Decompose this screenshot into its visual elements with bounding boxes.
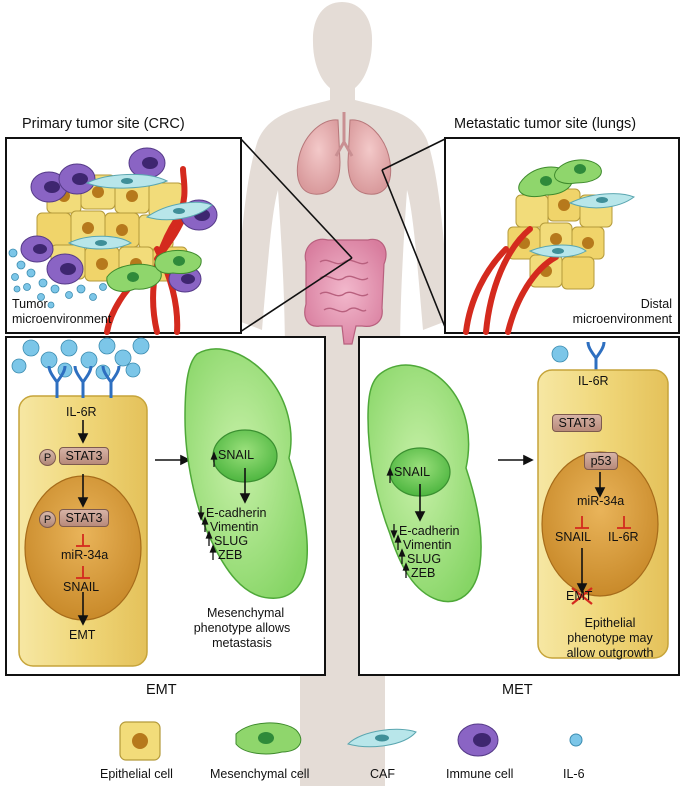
met-emt-label: EMT [566, 589, 593, 603]
primary-site-title: Primary tumor site (CRC) [22, 116, 185, 132]
legend-epithelial-icon [119, 721, 161, 761]
legend-label-immune: Immune cell [446, 767, 514, 781]
metastatic-tumor-panel: Distal microenvironment [444, 137, 680, 335]
legend-il6-icon [569, 733, 583, 747]
mes-gene-slug: SLUG [214, 534, 249, 548]
legend-mesenchymal-icon [235, 722, 302, 755]
mes-gene-vimentin: Vimentin [210, 520, 259, 534]
mes-gene-zeb: ZEB [218, 548, 243, 562]
metastatic-site-title: Metastatic tumor site (lungs) [454, 116, 637, 132]
met-mir34a: miR-34a [577, 494, 625, 508]
emt-panel: IL-6R P STAT3 P STAT3 miR-34a SNAIL EMT … [5, 336, 326, 676]
mes-caption-line1: Mesenchymal [207, 606, 285, 620]
legend-immune-icon [457, 723, 499, 757]
legend-icons [119, 721, 583, 761]
emt-stat3-cyto: STAT3 [59, 447, 109, 465]
met-il6r-b: IL-6R [608, 530, 639, 544]
met-illustration [367, 341, 669, 659]
legend-label-il6: IL-6 [563, 767, 585, 781]
metastatic-tumor-illustration [463, 159, 635, 335]
met-gene-ecadherin: E-cadherin [399, 524, 460, 538]
met-il6r-label: IL-6R [578, 374, 609, 388]
emt-phospho-p2: P [39, 511, 56, 528]
primary-tumor-illustration [8, 147, 218, 335]
intestine-organ [304, 238, 387, 345]
emt-emt-label: EMT [69, 628, 96, 642]
emt-mir34a: miR-34a [61, 548, 109, 562]
met-gene-slug: SLUG [407, 552, 442, 566]
legend-label-mesenchymal: Mesenchymal cell [210, 767, 310, 781]
distal-label-line2: microenvironment [572, 312, 672, 326]
distal-label-line1: Distal [640, 297, 672, 311]
met-panel: SNAIL E-cadherin Vimentin SLUG ZEB IL-6R… [358, 336, 680, 676]
met-caption-line1: Epithelial [584, 616, 636, 630]
met-stat3: STAT3 [552, 414, 602, 432]
tumor-micro-label-line1: Tumor [12, 297, 48, 311]
emt-illustration [11, 337, 309, 667]
emt-panel-title: EMT [146, 682, 177, 698]
met-snail-b: SNAIL [555, 530, 592, 544]
tumor-micro-label-line2: microenvironment [12, 312, 112, 326]
legend-caf-icon [347, 728, 417, 748]
met-mes-snail: SNAIL [394, 465, 431, 479]
mes-gene-ecadherin: E-cadherin [206, 506, 267, 520]
mes-caption-line2: phenotype allows [193, 621, 291, 635]
mes-caption-line3: metastasis [212, 636, 272, 650]
legend-label-caf: CAF [370, 767, 395, 781]
mes-snail: SNAIL [218, 448, 255, 462]
legend-label-epithelial: Epithelial cell [100, 767, 173, 781]
met-gene-vimentin: Vimentin [403, 538, 452, 552]
met-caption-line2: phenotype may [567, 631, 653, 645]
met-panel-title: MET [502, 682, 533, 698]
legend: Epithelial cell Mesenchymal cell CAF Imm… [0, 716, 685, 786]
met-caption-line3: allow outgrowth [566, 646, 654, 660]
met-p53: p53 [584, 452, 618, 470]
emt-phospho-p1: P [39, 449, 56, 466]
emt-il6r-label: IL-6R [66, 405, 97, 419]
emt-stat3-nuclear: STAT3 [59, 509, 109, 527]
lungs-organ [296, 112, 392, 195]
primary-tumor-panel: Tumor microenvironment [5, 137, 242, 335]
emt-snail: SNAIL [63, 580, 100, 594]
met-gene-zeb: ZEB [411, 566, 436, 580]
